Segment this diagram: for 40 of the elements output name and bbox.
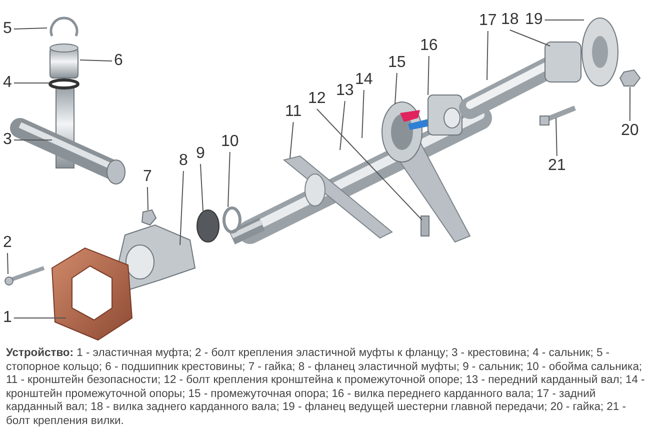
caption: Устройство: 1 - эластичная муфта; 2 - болт крепления эластичной муфты к фланцу; 3 - крестовина; 4 - сальник; 5 - стопорное кольцо; 6 - подшипник крестовины; 7 - гайка; 8 - фланец эластичной муфты; 9 - сальник; 10 - обойма сальника; 11 - кронштейн безопасности; 12 - болт крепления кронштейна к промежуточной опоре; 13 - передний карданный вал; 14 - кронштейн промежуточной опоры; 15 - промежуточная опора; 16 - вилка переднего карданного вала; 17 - задний карданный вал; 18 - вилка заднего карданного вала; 19 - фланец ведущей шестерни главной передачи; 20 - гайка; 21 - болт крепления вилки. [6, 347, 646, 429]
callout-number: 1 [3, 310, 12, 326]
callout-number: 7 [143, 169, 152, 185]
leader-line [629, 86, 630, 122]
callout-number: 18 [501, 12, 519, 28]
callout-number: 9 [196, 146, 205, 162]
callout-number: 19 [525, 12, 543, 28]
callout-number: 13 [336, 83, 354, 99]
leader-line [146, 186, 148, 210]
leader-line [316, 108, 422, 220]
callout-number: 14 [355, 72, 373, 88]
callout-number: 5 [3, 21, 12, 37]
callout-number: 17 [479, 13, 497, 29]
callout-number: 20 [621, 123, 639, 139]
callout-number: 8 [179, 153, 188, 169]
leader-line [340, 100, 346, 150]
leader-line [180, 170, 184, 246]
callout-number: 12 [308, 91, 326, 107]
leader-line [509, 30, 550, 46]
leader-line [290, 122, 294, 158]
leader-line [200, 164, 204, 212]
leader-line [486, 30, 488, 80]
callout-number: 16 [420, 38, 438, 54]
callout-number: 21 [548, 158, 566, 174]
callout-number: 6 [114, 53, 123, 69]
callout-number: 2 [3, 235, 12, 251]
leader-line [556, 118, 558, 156]
callout-number: 3 [3, 132, 12, 148]
callout-number: 15 [388, 55, 406, 71]
leader-line [362, 90, 364, 138]
callout-number: 10 [221, 134, 239, 150]
leader-line [13, 82, 50, 84]
leader-line [394, 72, 398, 104]
callout-number: 11 [285, 104, 302, 120]
leader-line [13, 28, 48, 30]
leader-line [228, 152, 230, 208]
leader-line [80, 60, 112, 62]
leader-line [428, 56, 430, 96]
leader-line [6, 252, 8, 274]
callout-number: 4 [3, 75, 12, 91]
